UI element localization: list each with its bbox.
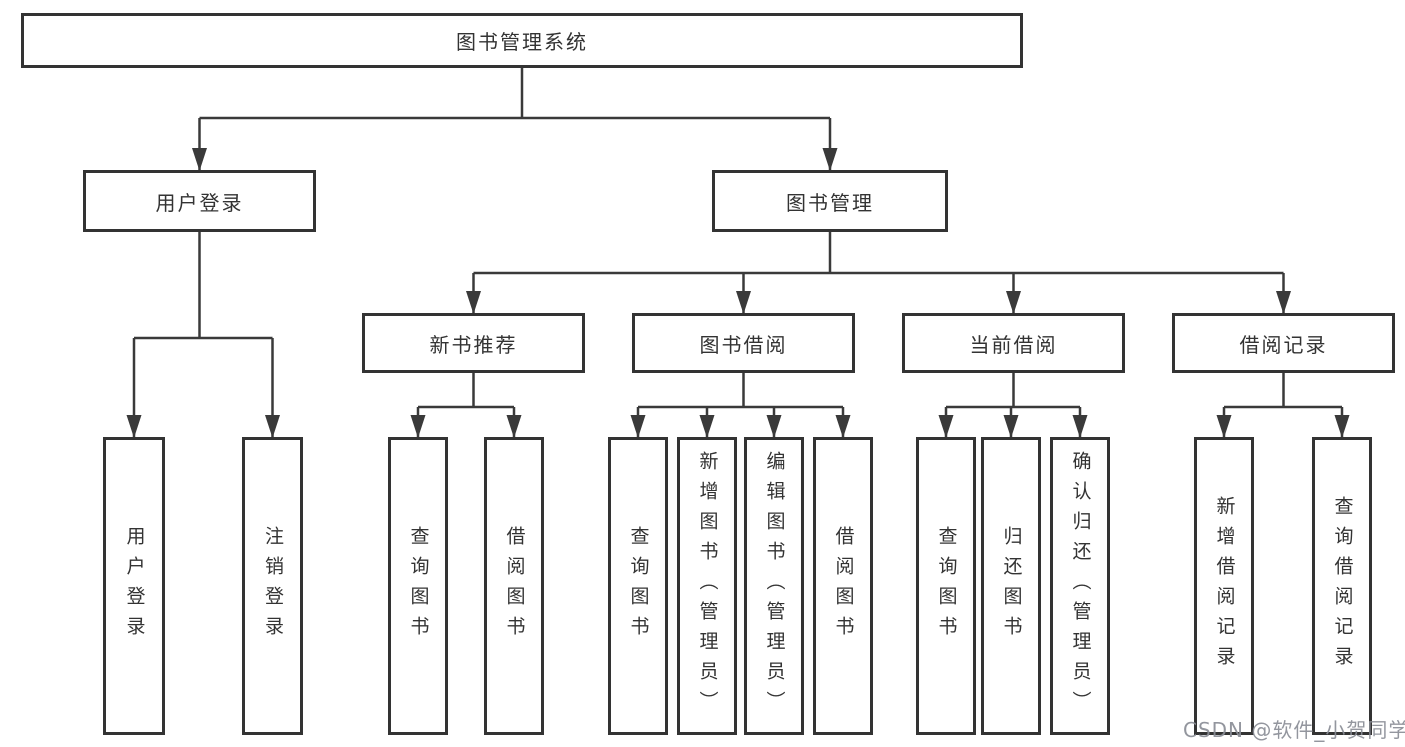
leaf-label: 归还图书 bbox=[1000, 526, 1023, 646]
node-label: 当前借阅 bbox=[969, 332, 1058, 357]
leaf-borrowing-borrow-books: 借阅图书 bbox=[813, 437, 873, 735]
leaf-label: 编辑图书（管理员） bbox=[763, 451, 786, 721]
node-current-borrowing: 当前借阅 bbox=[902, 313, 1125, 373]
leaf-user-login: 用户登录 bbox=[103, 437, 165, 735]
leaf-label: 用户登录 bbox=[123, 526, 146, 646]
leaf-current-confirm-return-admin: 确认归还（管理员） bbox=[1050, 437, 1110, 735]
leaf-label: 借阅图书 bbox=[503, 526, 526, 646]
leaf-logout: 注销登录 bbox=[242, 437, 303, 735]
node-new-book-recommend: 新书推荐 bbox=[362, 313, 585, 373]
leaf-label: 注销登录 bbox=[262, 526, 284, 646]
node-label: 用户登录 bbox=[155, 190, 244, 215]
leaf-label: 新增图书（管理员） bbox=[696, 451, 719, 721]
node-label: 新书推荐 bbox=[429, 332, 518, 357]
leaf-borrowing-query-books: 查询图书 bbox=[608, 437, 668, 735]
node-label: 图书管理 bbox=[786, 190, 874, 215]
node-borrowing-records: 借阅记录 bbox=[1172, 313, 1395, 373]
leaf-label: 借阅图书 bbox=[832, 526, 855, 646]
leaf-current-return-books: 归还图书 bbox=[981, 437, 1041, 735]
leaf-label: 查询图书 bbox=[627, 526, 650, 646]
node-user-login: 用户登录 bbox=[83, 170, 316, 232]
leaf-label: 查询图书 bbox=[407, 526, 430, 646]
leaf-current-query-books: 查询图书 bbox=[916, 437, 976, 735]
connector-elbows bbox=[134, 68, 1342, 409]
node-book-borrowing: 图书借阅 bbox=[632, 313, 855, 373]
leaf-borrowing-edit-books-admin: 编辑图书（管理员） bbox=[744, 437, 804, 735]
leaf-label: 新增借阅记录 bbox=[1213, 496, 1236, 676]
node-book-management: 图书管理 bbox=[712, 170, 948, 232]
leaf-recommend-query-books: 查询图书 bbox=[388, 437, 448, 735]
leaf-label: 确认归还（管理员） bbox=[1069, 451, 1092, 721]
node-label: 借阅记录 bbox=[1239, 332, 1328, 357]
node-label: 图书借阅 bbox=[699, 332, 788, 357]
leaf-borrowing-add-books-admin: 新增图书（管理员） bbox=[677, 437, 737, 735]
leaf-label: 查询图书 bbox=[935, 526, 958, 646]
node-label: 图书管理系统 bbox=[456, 30, 588, 54]
leaf-records-query-record: 查询借阅记录 bbox=[1312, 437, 1372, 735]
leaf-records-add-record: 新增借阅记录 bbox=[1194, 437, 1254, 735]
node-library-management-system: 图书管理系统 bbox=[21, 13, 1023, 68]
leaf-recommend-borrow-books: 借阅图书 bbox=[484, 437, 544, 735]
leaf-label: 查询借阅记录 bbox=[1331, 496, 1354, 676]
csdn-watermark: CSDN @软件_小贺同学 bbox=[1183, 718, 1405, 742]
